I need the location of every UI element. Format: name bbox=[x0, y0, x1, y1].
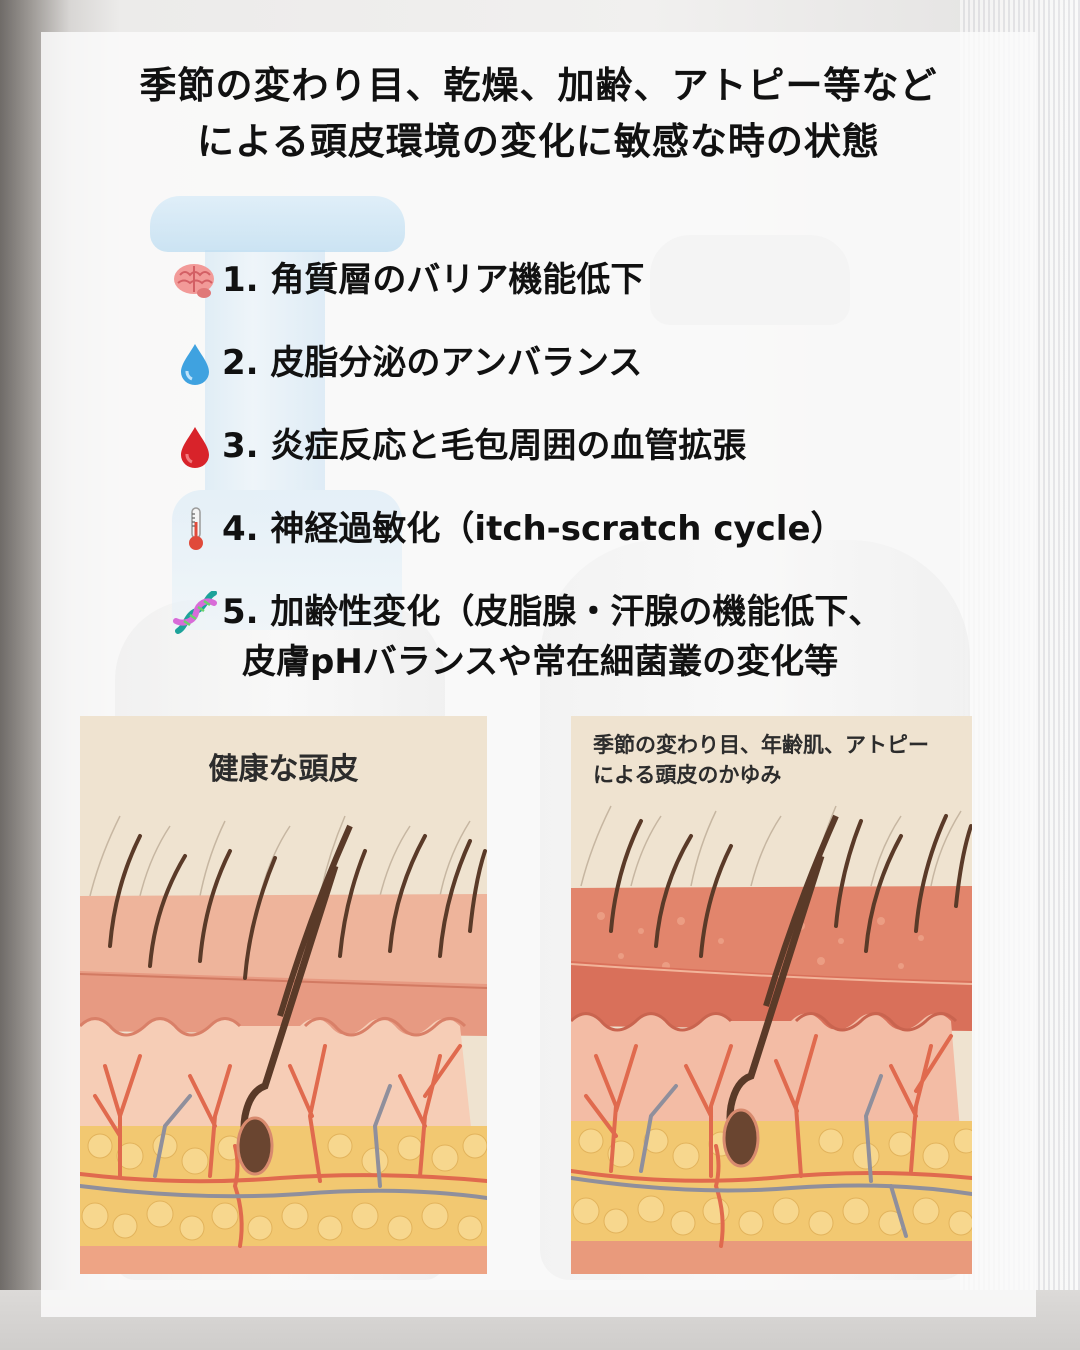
page-title: 季節の変わり目、乾燥、加齢、アトピー等など による頭皮環境の変化に敏感な時の状態 bbox=[41, 58, 1036, 170]
skin-cross-section-healthy bbox=[80, 716, 487, 1274]
dna-icon bbox=[170, 587, 222, 637]
healthy-scalp-illustration: 健康な頭皮 bbox=[80, 716, 487, 1274]
list-item: 3. 炎症反応と毛包周囲の血管拡張 bbox=[170, 421, 990, 504]
factor-text-line-2: 皮膚pHバランスや常在細菌叢の変化等 bbox=[242, 642, 839, 682]
background-bottle-neck bbox=[205, 250, 325, 490]
factor-list: 1. 角質層のバリア機能低下 2. 皮脂分泌のアンバランス 3. 炎症反応と毛包… bbox=[170, 255, 990, 687]
droplet-icon bbox=[170, 338, 222, 388]
list-item: 5. 加齢性変化（皮脂腺・汗腺の機能低下、 皮膚pHバランスや常在細菌叢の変化等 bbox=[170, 587, 990, 687]
irritated-scalp-illustration: 季節の変わり目、年齢肌、アトピー による頭皮のかゆみ bbox=[571, 716, 972, 1274]
factor-text: 1. 角質層のバリア機能低下 bbox=[222, 260, 645, 300]
list-item: 1. 角質層のバリア機能低下 bbox=[170, 255, 990, 338]
blood-drop-icon bbox=[170, 421, 222, 471]
irritated-label-line-1: 季節の変わり目、年齢肌、アトピー bbox=[593, 733, 929, 757]
healthy-scalp-label: 健康な頭皮 bbox=[208, 752, 359, 787]
factor-text: 2. 皮脂分泌のアンバランス bbox=[222, 343, 643, 383]
title-line-2: による頭皮環境の変化に敏感な時の状態 bbox=[197, 120, 880, 163]
skin-cross-section-irritated bbox=[571, 716, 972, 1274]
factor-text-line-1: 5. 加齢性変化（皮脂腺・汗腺の機能低下、 bbox=[222, 592, 883, 632]
list-item: 2. 皮脂分泌のアンバランス bbox=[170, 338, 990, 421]
background-bottle-cap bbox=[150, 196, 405, 252]
factor-text: 5. 加齢性変化（皮脂腺・汗腺の機能低下、 皮膚pHバランスや常在細菌叢の変化等 bbox=[222, 587, 882, 687]
factor-text: 3. 炎症反応と毛包周囲の血管拡張 bbox=[222, 426, 747, 466]
irritated-label-line-2: による頭皮のかゆみ bbox=[593, 763, 782, 787]
list-item: 4. 神経過敏化（itch-scratch cycle） bbox=[170, 504, 990, 587]
title-line-1: 季節の変わり目、乾燥、加齢、アトピー等など bbox=[139, 64, 938, 107]
background-bottle-shoulder bbox=[172, 490, 402, 630]
factor-text: 4. 神経過敏化（itch-scratch cycle） bbox=[222, 509, 845, 549]
thermometer-icon bbox=[170, 504, 222, 554]
irritated-scalp-label: 季節の変わり目、年齢肌、アトピー による頭皮のかゆみ bbox=[593, 730, 963, 790]
background-bottle-2-cap bbox=[650, 235, 850, 325]
brain-icon bbox=[170, 255, 222, 305]
